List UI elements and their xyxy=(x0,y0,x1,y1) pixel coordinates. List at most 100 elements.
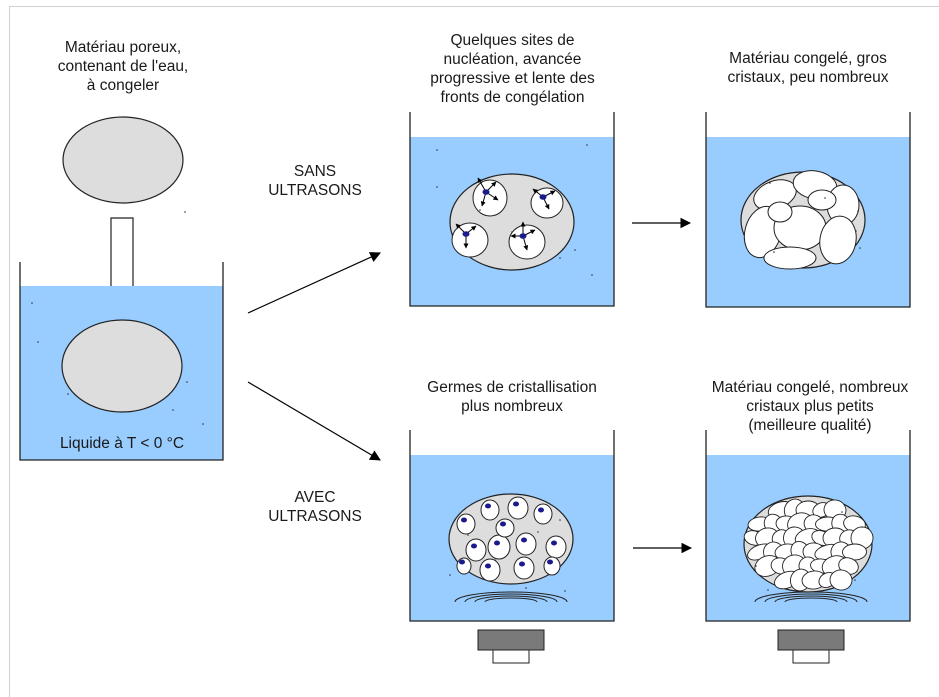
nucleus-dot xyxy=(539,194,547,200)
start-title: Matériau poreux, contenant de l'eau, à c… xyxy=(28,38,218,95)
impurity-speck xyxy=(841,511,843,513)
impurity-speck xyxy=(824,197,826,199)
impurity-speck xyxy=(537,531,539,533)
impurity-specks xyxy=(31,144,863,592)
wave-arc xyxy=(474,595,548,603)
transducer-connector xyxy=(492,649,530,664)
small-crystals xyxy=(743,498,874,592)
impurity-speck xyxy=(586,144,588,146)
impurity-speck xyxy=(769,182,771,184)
frozen-small-title-line: (meilleure qualité) xyxy=(748,417,872,434)
liquid-label: Liquide à T < 0 °C xyxy=(59,435,185,452)
nucleus-dot xyxy=(459,559,465,565)
nucleation-title: Quelques sites de nucléation, avancée pr… xyxy=(395,31,630,107)
crystal-germ xyxy=(513,556,535,580)
frozen-small-title-line: Matériau congelé, nombreux xyxy=(711,379,909,396)
crystal-germ xyxy=(479,558,501,582)
submerged-material-ellipse xyxy=(61,319,183,413)
nucleus-dot xyxy=(471,543,477,549)
bath-2-container xyxy=(409,112,615,307)
nucleation-title-line: nucléation, avancée xyxy=(443,51,582,68)
impurity-speck xyxy=(755,565,757,567)
crystal-germ xyxy=(507,496,529,520)
nucleus-dot xyxy=(500,521,506,527)
bath-4-container xyxy=(409,430,615,622)
nucleus-dot xyxy=(519,561,525,567)
without-ultrasound-line: SANS xyxy=(293,163,337,180)
arrow-to-without-ultrasound xyxy=(247,252,381,314)
crystal-germ xyxy=(465,538,487,562)
crystal-front xyxy=(530,187,564,219)
impurity-speck xyxy=(37,341,39,343)
crystal-germ xyxy=(543,556,561,576)
large-crystals xyxy=(743,170,860,270)
start-title-line: contenant de l'eau, xyxy=(57,58,189,75)
without-ultrasound-line: ULTRASONS xyxy=(268,182,362,199)
wave-arc xyxy=(464,593,558,603)
wave-arc xyxy=(454,591,568,603)
nucleation-title-line: progressive et lente des xyxy=(430,70,595,87)
crystal-germ xyxy=(487,534,511,560)
impurity-speck xyxy=(559,519,561,521)
large-crystal xyxy=(763,246,817,270)
impurity-speck xyxy=(67,393,69,395)
impurity-speck xyxy=(559,257,561,259)
crystal-germ xyxy=(480,499,500,521)
crystal-germ xyxy=(456,513,476,535)
impurity-speck xyxy=(511,231,513,233)
bath-3-container xyxy=(705,112,911,308)
arrow-to-with-ultrasound xyxy=(247,381,381,461)
nucleus-dot xyxy=(547,559,553,565)
wave-arc xyxy=(784,597,838,603)
nucleus-dot xyxy=(485,563,491,569)
with-ultrasound-label: AVEC ULTRASONS xyxy=(255,488,375,526)
ultrasound-transducer xyxy=(477,629,545,651)
bath-5-container xyxy=(705,430,911,622)
nucleus-dot xyxy=(482,189,490,195)
frame-top-border xyxy=(9,6,939,7)
impurity-speck xyxy=(564,590,566,592)
large-crystal xyxy=(807,189,837,211)
impurity-speck xyxy=(186,381,188,383)
impurity-speck xyxy=(467,534,469,536)
impurity-speck xyxy=(574,249,576,251)
germs-title-line: plus nombreux xyxy=(461,398,563,415)
impurity-speck xyxy=(479,209,481,211)
impurity-speck xyxy=(767,589,769,591)
ultrasound-transducer xyxy=(777,629,845,651)
nucleation-sites xyxy=(451,177,564,260)
wave-arc xyxy=(774,595,848,603)
nucleus-dot xyxy=(551,540,557,546)
nucleation-title-line: Quelques sites de xyxy=(450,32,575,49)
impurity-speck xyxy=(861,526,863,528)
impurity-speck xyxy=(859,247,861,249)
impurity-speck xyxy=(436,149,438,151)
frozen-small-title: Matériau congelé, nombreux cristaux plus… xyxy=(684,378,936,435)
nucleus-dot xyxy=(519,233,527,239)
crystal-front xyxy=(472,179,508,217)
impurity-speck xyxy=(854,579,856,581)
with-ultrasound-line: AVEC xyxy=(294,489,336,506)
large-crystal xyxy=(819,215,857,265)
small-crystal xyxy=(829,569,853,591)
wave-arc xyxy=(754,591,868,603)
crystallization-germs xyxy=(456,496,567,582)
start-title-line: Matériau poreux, xyxy=(64,39,182,56)
nucleus-dot xyxy=(485,503,491,509)
impurity-speck xyxy=(436,186,438,188)
without-ultrasound-label: SANS ULTRASONS xyxy=(255,162,375,200)
nucleus-dot xyxy=(538,507,544,513)
impurity-speck xyxy=(773,251,775,253)
impurity-speck xyxy=(202,423,204,425)
frozen-big-title-line: cristaux, peu nombreux xyxy=(727,69,889,86)
nucleus-dot xyxy=(513,501,519,507)
nucleation-title-line: fronts de congélation xyxy=(440,89,585,106)
impurity-speck xyxy=(172,409,174,411)
nucleus-dot xyxy=(461,517,467,523)
impurity-speck xyxy=(857,210,859,212)
crystal-front xyxy=(508,224,546,260)
impurity-speck xyxy=(31,302,33,304)
porous-material-ellipse xyxy=(62,116,184,204)
impurity-speck xyxy=(449,574,451,576)
